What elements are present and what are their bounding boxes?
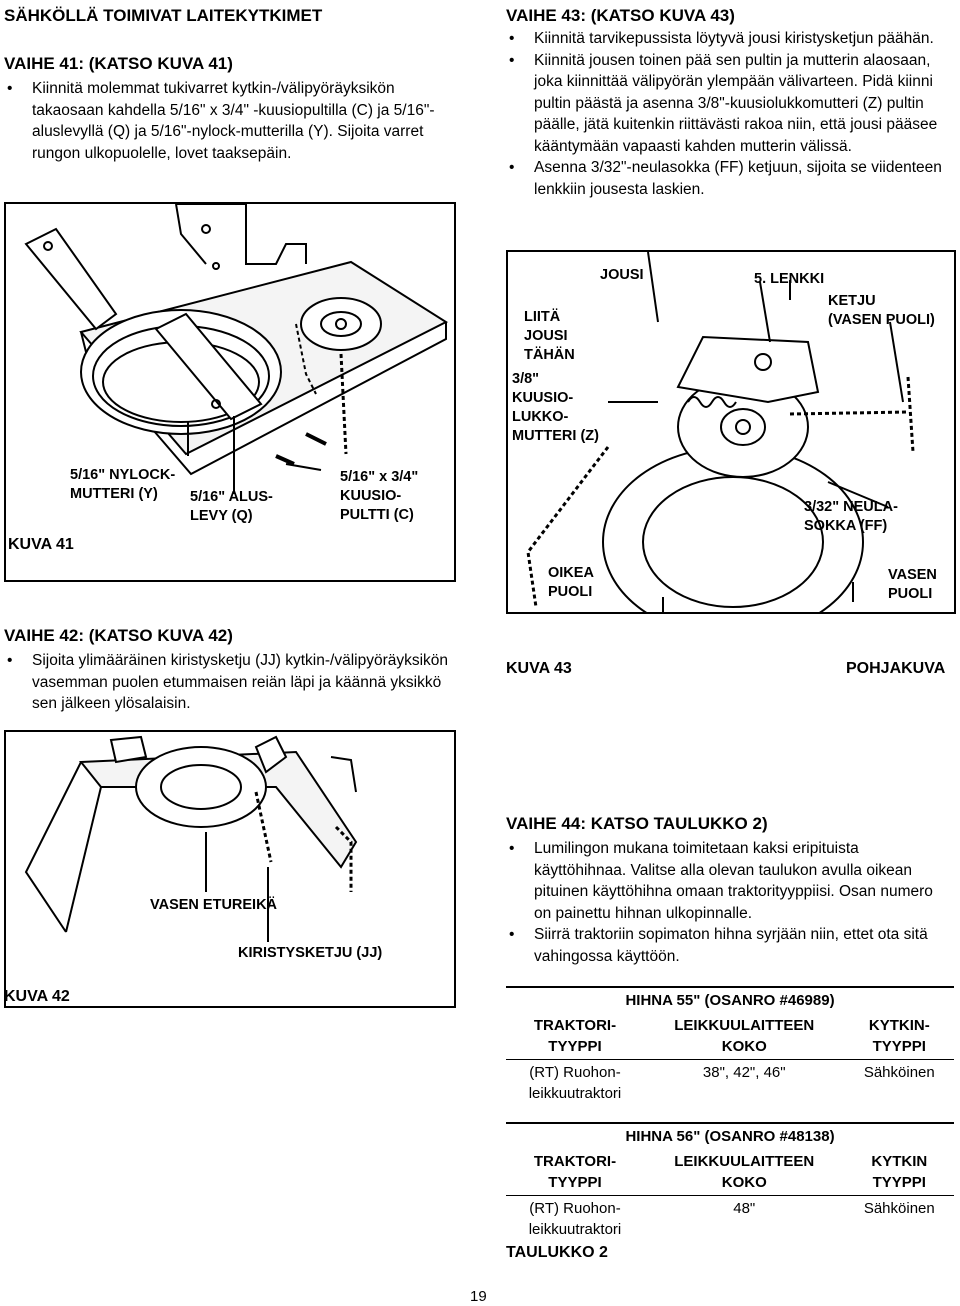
step-44: VAIHE 44: KATSO TAULUKKO 2) Lumilingon m… [506, 814, 954, 967]
cell-deck-size: 48" [733, 1200, 756, 1217]
belt-table-55: HIHNA 55" (OSANRO #46989) TRAKTORI- TYYP… [506, 986, 954, 1106]
mower-clutch-assembly-illustration [24, 204, 449, 494]
figure-43-view: POHJAKUVA [846, 660, 946, 677]
step-43: VAIHE 43: (KATSO KUVA 43) Kiinnitä tarvi… [506, 6, 954, 200]
step-44-bullet-2: Siirrä traktoriin sopimaton hihna syrjää… [506, 924, 954, 967]
label-left-side: VASEN PUOLI [888, 567, 937, 602]
label-left-front-hole: VASEN ETUREIKÄ [150, 897, 278, 913]
step-43-bullet-1: Kiinnitä tarvikepussista löytyvä jousi k… [506, 28, 954, 50]
step-44-heading: VAIHE 44: KATSO TAULUKKO 2) [506, 814, 768, 833]
label-right-side: OIKEA PUOLI [548, 565, 594, 600]
label-hex-locknut: 3/8" KUUSIO- LUKKO- MUTTERI (Z) [512, 371, 599, 444]
step-43-bullet-2: Kiinnitä jousen toinen pää sen pultin ja… [506, 50, 954, 158]
table-caption: TAULUKKO 2 [506, 1244, 608, 1261]
figure-43: JOUSI 5. LENKKI KETJU (VASEN PUOLI) LIIT… [506, 250, 956, 614]
figure-42: VASEN ETUREIKÄ KIRISTYSKETJU (JJ) [4, 730, 456, 1008]
step-41-bullet: Kiinnitä molemmat tukivarret kytkin-/väl… [4, 78, 454, 164]
label-spring: JOUSI [600, 267, 644, 283]
step-44-bullet-1: Lumilingon mukana toimitetaan kaksi erip… [506, 838, 954, 924]
label-attach-spring-here: LIITÄ JOUSI TÄHÄN [524, 309, 575, 363]
label-chain-left-side: KETJU (VASEN PUOLI) [828, 293, 935, 328]
col-deck-size: LEIKKUULAITTEEN KOKO [643, 1013, 845, 1060]
label-tension-chain: KIRISTYSKETJU (JJ) [238, 945, 383, 961]
cell-clutch-type: Sähköinen [863, 1200, 935, 1217]
figure-43-caption: KUVA 43 [506, 660, 572, 677]
cell-deck-size: 38", 42", 46" [702, 1064, 786, 1081]
col-clutch-type: KYTKIN TYYPPI [844, 1149, 954, 1196]
belt-table-56: HIHNA 56" (OSANRO #48138) TRAKTORI- TYYP… [506, 1122, 954, 1242]
table-56-title: HIHNA 56" (OSANRO #48138) [506, 1122, 954, 1149]
step-42-bullet: Sijoita ylimääräinen kiristysketju (JJ) … [4, 650, 456, 715]
section-title: SÄHKÖLLÄ TOIMIVAT LAITEKYTKIMET [4, 6, 323, 25]
col-clutch-type: KYTKIN- TYYPPI [844, 1013, 954, 1060]
col-deck-size: LEIKKUULAITTEEN KOKO [643, 1149, 845, 1196]
page-number: 19 [470, 1288, 487, 1305]
label-hex-bolt: 5/16" x 3/4" KUUSIO- PULTTI (C) [340, 469, 419, 523]
chain-through-front-hole-illustration [24, 735, 358, 942]
cell-tractor-type: (RT) Ruohon- leikkuutraktori [528, 1064, 622, 1102]
figure-42-caption: KUVA 42 [4, 988, 70, 1005]
table-row: (RT) Ruohon- leikkuutraktori 48" Sähköin… [506, 1196, 954, 1243]
step-43-heading: VAIHE 43: (KATSO KUVA 43) [506, 6, 735, 25]
spring-chain-installation-illustration [526, 252, 915, 612]
col-tractor-type: TRAKTORI- TYYPPI [506, 1013, 644, 1060]
cell-tractor-type: (RT) Ruohon- leikkuutraktori [528, 1200, 622, 1238]
step-42-heading: VAIHE 42: (KATSO KUVA 42) [4, 626, 233, 645]
step-43-bullet-3: Asenna 3/32"-neulasokka (FF) ketjuun, si… [506, 157, 954, 200]
cell-clutch-type: Sähköinen [863, 1064, 935, 1081]
label-nylock-nut: 5/16" NYLOCK- MUTTERI (Y) [70, 467, 176, 502]
table-row: (RT) Ruohon- leikkuutraktori 38", 42", 4… [506, 1060, 954, 1107]
step-41: VAIHE 41: (KATSO KUVA 41) Kiinnitä molem… [4, 54, 454, 164]
figure-41-caption: KUVA 41 [8, 536, 74, 553]
label-fifth-link: 5. LENKKI [754, 271, 825, 287]
figure-41: 5/16" NYLOCK- MUTTERI (Y) 5/16" ALUS- LE… [4, 202, 456, 582]
label-cotter-pin: 3/32" NEULA- SOKKA (FF) [804, 499, 898, 534]
step-42: VAIHE 42: (KATSO KUVA 42) Sijoita ylimää… [4, 626, 456, 715]
table-55-title: HIHNA 55" (OSANRO #46989) [506, 986, 954, 1013]
label-washer: 5/16" ALUS- LEVY (Q) [190, 489, 273, 524]
step-41-heading: VAIHE 41: (KATSO KUVA 41) [4, 54, 233, 73]
col-tractor-type: TRAKTORI- TYYPPI [506, 1149, 644, 1196]
